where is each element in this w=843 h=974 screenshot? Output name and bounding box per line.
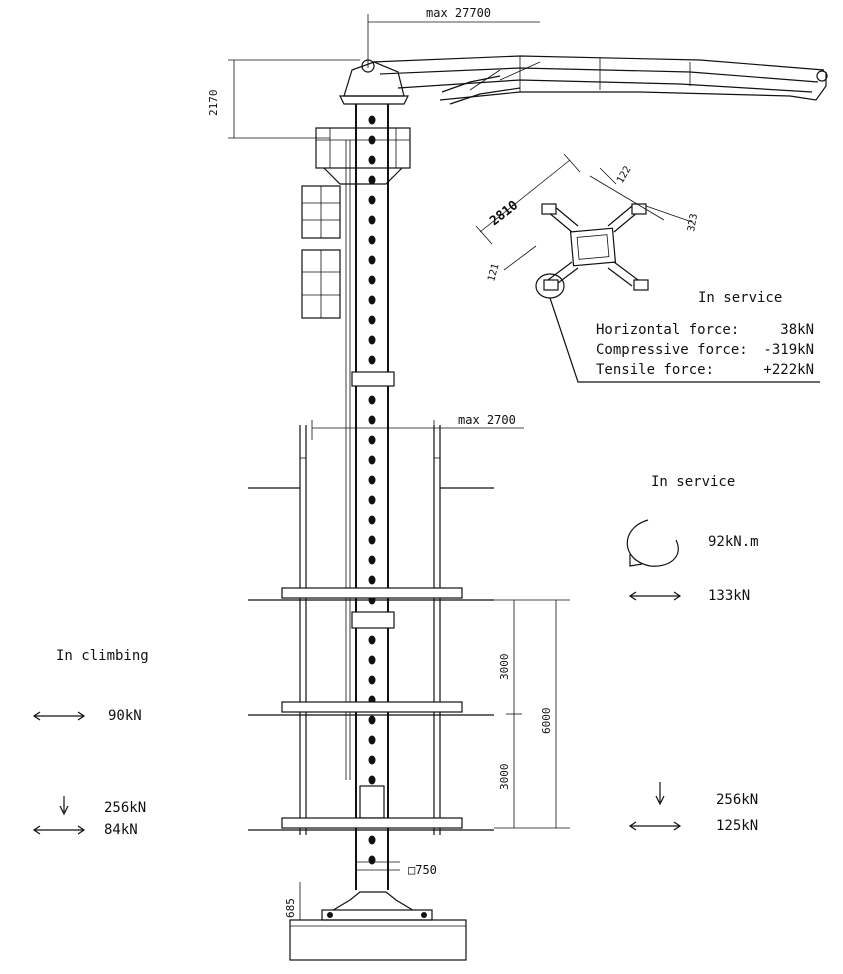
foundation-base: 685 [284,882,467,961]
mast-node [368,315,376,325]
mast-node [368,475,376,485]
plan-row-0-label: Horizontal force: [596,322,739,338]
mast-node [368,555,376,565]
mast-node [368,215,376,225]
plan-row-1-label: Compressive force: [596,342,748,358]
in-service-title: In service [651,474,735,490]
placing-boom [339,55,828,105]
in-service-horizontal: 133kN [708,588,750,604]
mid-reach-dimension: max 2700 [311,413,524,440]
double-arrow-icon [32,825,86,835]
climbing-frame [248,425,494,835]
mast-node [368,175,376,185]
mast-lattice-nodes [368,115,376,865]
base-height-label: 685 [284,898,297,918]
mast-node [368,835,376,845]
in-service-moment: 92kN.m [708,534,759,550]
plan-row-2-value: +222kN [763,362,814,378]
mid-reach-label: max 2700 [458,413,516,427]
in-climbing-title: In climbing [56,648,149,664]
mast-node [368,435,376,445]
section-size-label: □750 [408,863,437,877]
mast-node [368,395,376,405]
plan-detail: 2810 122 323 121 In service Horizontal f… [475,153,820,383]
mast-node [368,675,376,685]
upper-span-label: 3000 [498,654,511,681]
mast-node [368,575,376,585]
mast-node [368,735,376,745]
mast-node [368,635,376,645]
mast-node [368,655,376,665]
mast-node [368,335,376,345]
total-height-label: 6000 [540,708,553,735]
double-arrow-icon [628,821,682,831]
lower-span-label: 3000 [498,764,511,791]
in-service-loads: In service 92kN.m 133kN 256kN 125kN [626,474,759,834]
mast-node [368,255,376,265]
mast-node [368,195,376,205]
mast-node [368,115,376,125]
in-climbing-loads: In climbing 90kN 256kN 84kN [32,648,149,838]
top-platform [315,127,411,185]
mast-node [368,415,376,425]
plan-dim-c: 121 [486,262,501,282]
mast-node [368,275,376,285]
mast-node [368,155,376,165]
plan-title: In service [698,290,782,306]
mast-node [368,135,376,145]
plan-dim-b: 323 [686,213,700,233]
plan-row-1-value: -319kN [763,342,814,358]
in-service-vertical: 256kN [716,792,758,808]
moment-arrowhead-icon [629,554,643,567]
in-climbing-horizontal-lower: 84kN [104,822,138,838]
mast-node [368,235,376,245]
moment-arrow-icon [626,519,679,567]
plan-row-2-label: Tensile force: [596,362,714,378]
section-size: □750 [356,861,437,877]
mast-node [368,535,376,545]
mast-node [368,455,376,465]
in-service-horizontal-lower: 125kN [716,818,758,834]
head-height-dimension: 2170 [207,59,360,139]
double-arrow-icon [628,591,682,601]
plan-dim-a: 122 [615,164,634,185]
mast-node [368,775,376,785]
mast-node [368,515,376,525]
down-arrow-icon [655,782,665,806]
mast-node [368,495,376,505]
vertical-dimensions: 3000 3000 6000 [494,599,570,829]
mast-node [368,715,376,725]
double-arrow-icon [32,711,86,721]
mast [345,104,395,890]
in-climbing-horizontal: 90kN [108,708,142,724]
mast-node [368,295,376,305]
head-height-label: 2170 [207,90,220,117]
in-climbing-vertical: 256kN [104,800,146,816]
mast-node [368,855,376,865]
top-reach-dimension: max 27700 [367,6,540,68]
down-arrow-icon [59,796,69,816]
mast-node [368,355,376,365]
top-reach-label: max 27700 [426,6,491,20]
mast-node [368,755,376,765]
counterweight-blocks [301,185,341,319]
plan-row-0-value: 38kN [780,322,814,338]
